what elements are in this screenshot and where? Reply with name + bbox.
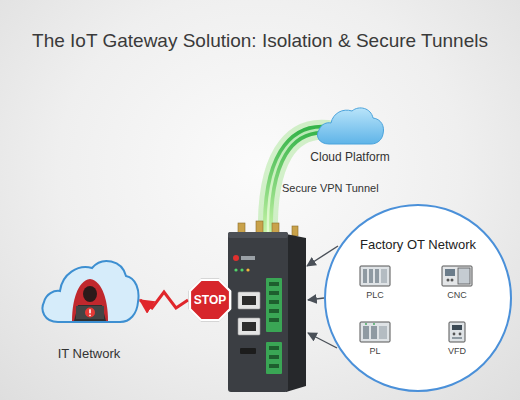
- shape: [441, 265, 473, 287]
- network-title: Factory OT Network: [323, 237, 513, 253]
- network-circle: Factory OT NetworkPLC CNC PL VFD: [323, 203, 513, 393]
- shape-part: [242, 296, 256, 305]
- shape: [315, 104, 385, 146]
- shape-part: [238, 292, 260, 309]
- device-icon: PL: [353, 321, 397, 357]
- ot-link: [308, 298, 324, 300]
- shape-part: [269, 346, 279, 350]
- diagram-title: The IoT Gateway Solution: Isolation & Se…: [0, 30, 520, 53]
- shape-part: [269, 355, 279, 359]
- shape-outline: [359, 321, 391, 343]
- shape-part: [228, 232, 288, 238]
- device-label: CNC: [435, 290, 479, 301]
- shape: [38, 250, 140, 330]
- shape-part: [189, 279, 232, 322]
- shape-part: [74, 305, 106, 321]
- shape-part: [266, 342, 282, 374]
- shape-part: [76, 306, 104, 319]
- shape-part: [449, 322, 465, 342]
- shape-part: [453, 333, 456, 336]
- node-label: Cloud Platform: [305, 150, 395, 164]
- shape-part: [238, 318, 260, 335]
- shape-part: [266, 278, 282, 332]
- shape-part: [452, 325, 462, 330]
- shape-part: [269, 364, 279, 368]
- cloud-node: IT Network: [38, 250, 140, 362]
- shape-part: [234, 268, 237, 271]
- device-label: PLC: [353, 290, 397, 301]
- shape-part: [458, 268, 470, 284]
- device-label: PL: [353, 346, 397, 357]
- shape-part: [447, 279, 450, 282]
- shape-part: [317, 108, 383, 144]
- device-label: VFD: [435, 346, 479, 357]
- shape-part: [363, 269, 367, 283]
- shape-part: [360, 266, 390, 286]
- shape-part: [89, 314, 91, 316]
- shape-part: [375, 269, 379, 283]
- shape-part: [89, 309, 91, 313]
- shape-part: [363, 326, 369, 339]
- shape-outline: [38, 250, 140, 330]
- shape-part: [371, 326, 377, 339]
- tunnel-label: Secure VPN Tunnel: [282, 182, 379, 195]
- shape-part: [459, 333, 462, 336]
- shape-part: [246, 268, 249, 271]
- shape-part: [452, 337, 462, 339]
- shape-part: [242, 322, 256, 331]
- shape-part: [240, 268, 243, 271]
- shape-outline: [441, 265, 473, 287]
- device-icon: VFD: [435, 321, 479, 357]
- shape-part: [286, 234, 306, 392]
- shape-part: [369, 269, 373, 283]
- gateway-device: [228, 221, 306, 392]
- shape-part: [379, 326, 387, 339]
- shape-part: [83, 286, 97, 302]
- shape-part: [85, 308, 95, 318]
- shape-part: [442, 266, 472, 286]
- shape: [359, 321, 391, 343]
- shape-part: [269, 291, 279, 295]
- shape-part: [43, 261, 139, 322]
- cloud-node: Cloud Platform: [305, 104, 395, 164]
- shape-part: [72, 279, 108, 321]
- shape: [359, 265, 391, 287]
- shape-part: [292, 226, 298, 236]
- shape-part: [190, 280, 230, 320]
- sign-text: STOP: [194, 293, 226, 307]
- shape-part: [451, 279, 454, 282]
- shape-part: [269, 318, 279, 322]
- shape-part: [381, 269, 387, 283]
- shape-outline: [441, 321, 473, 343]
- shape-outline: [315, 104, 385, 146]
- shape-part: [241, 256, 255, 260]
- shape-part: [445, 269, 455, 276]
- shape: [441, 321, 473, 343]
- device-icon: CNC: [435, 265, 479, 301]
- shape-part: [269, 300, 279, 304]
- device-icon: PLC: [353, 265, 397, 301]
- shape-part: [228, 232, 288, 392]
- shape: [323, 203, 513, 393]
- shape-part: [325, 205, 511, 391]
- shape-part: [269, 282, 279, 286]
- shape-part: [365, 323, 367, 325]
- shape-part: [240, 348, 256, 354]
- shape-part: [360, 322, 390, 342]
- shape-outline: [359, 265, 391, 287]
- stop-sign: STOP: [188, 278, 232, 322]
- shape-outline: [323, 203, 513, 393]
- blocked-connector: [140, 292, 188, 308]
- node-label: IT Network: [38, 346, 140, 362]
- shape-part: [373, 323, 375, 325]
- shape-part: [233, 255, 239, 261]
- shape-part: [269, 309, 279, 313]
